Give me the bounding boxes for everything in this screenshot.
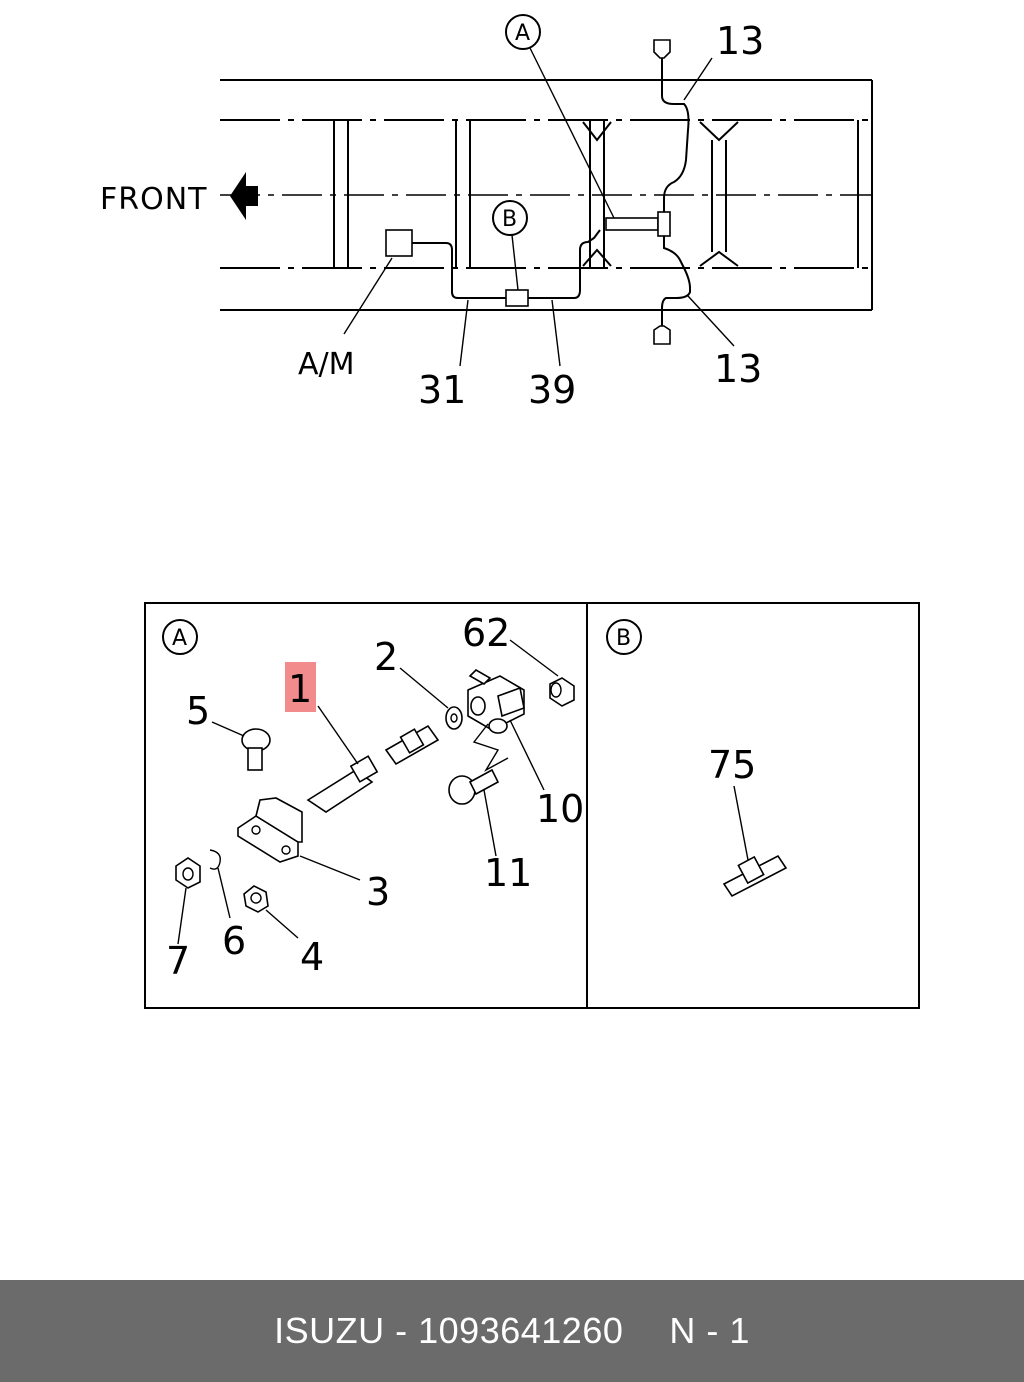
part-11-bolt — [448, 768, 500, 857]
label-part-5: 5 — [186, 689, 210, 733]
part-1-fitting — [306, 705, 379, 813]
label-part-3: 3 — [366, 870, 390, 914]
detail-b — [606, 619, 788, 898]
parts-diagram: FRONT A B 13 13 A/M 31 39 — [100, 14, 920, 1009]
detail-a — [162, 619, 575, 945]
label-13-bottom: 13 — [714, 347, 762, 391]
detail-panels — [144, 602, 920, 1009]
label-part-6: 6 — [222, 919, 246, 963]
part-connector — [384, 724, 440, 766]
detail-b-letter: B — [616, 626, 631, 651]
label-part-11: 11 — [484, 851, 532, 895]
detail-a-letter: A — [172, 626, 187, 651]
label-part-1: 1 — [288, 667, 312, 711]
part-5-bolt — [211, 721, 271, 771]
footer-brand: ISUZU — [274, 1310, 385, 1351]
part-3-bracket — [237, 797, 361, 881]
label-part-75: 75 — [708, 743, 756, 787]
part-75-fitting — [722, 785, 788, 898]
callout-b-letter: B — [502, 207, 517, 232]
label-13-top: 13 — [716, 19, 764, 63]
label-part-7: 7 — [166, 939, 190, 983]
part-10-block — [467, 669, 545, 791]
label-part-10: 10 — [536, 787, 584, 831]
footer-part-number: 1093641260 — [418, 1310, 624, 1351]
front-label: FRONT — [100, 182, 207, 217]
label-part-4: 4 — [300, 935, 324, 979]
label-39: 39 — [528, 368, 576, 412]
part-7-nut — [175, 857, 201, 945]
footer-sheet: N - 1 — [669, 1310, 750, 1351]
label-31: 31 — [418, 368, 466, 412]
label-am: A/M — [298, 347, 355, 382]
callout-a-letter: A — [515, 21, 530, 46]
part-2-washer — [399, 667, 463, 730]
highlight-part-1 — [285, 662, 316, 712]
footer-bar: ISUZU - 1093641260 N - 1 — [0, 1280, 1024, 1382]
part-6-washer — [209, 849, 231, 919]
label-part-62: 62 — [462, 611, 510, 655]
label-part-2: 2 — [374, 635, 398, 679]
footer-dash: - — [395, 1310, 408, 1351]
part-4-nut — [243, 885, 299, 939]
chassis-top-view — [220, 14, 873, 367]
part-62-nut — [509, 639, 575, 707]
